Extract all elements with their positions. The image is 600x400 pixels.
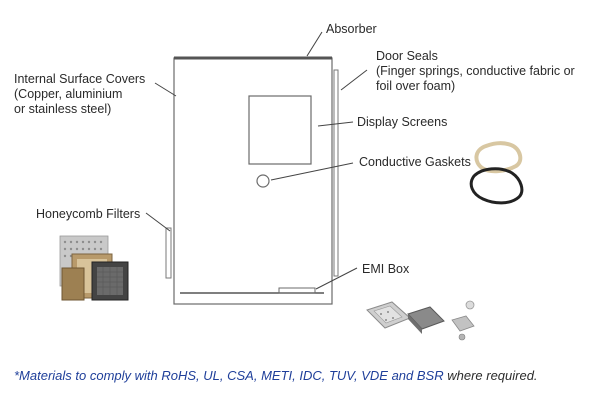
- gasket-images: [469, 141, 524, 205]
- internal-surface-covers-label: Internal Surface Covers (Copper, alumini…: [14, 72, 145, 117]
- door-seals-title: Door Seals: [376, 49, 438, 63]
- footnote-standards: *Materials to comply with RoHS, UL, CSA,…: [14, 368, 444, 383]
- enclosure-cabinet: [173, 57, 333, 305]
- door-seals-detail-2: foil over foam): [376, 79, 456, 93]
- honeycomb-filters-label: Honeycomb Filters: [36, 207, 141, 221]
- absorber-leader: [306, 31, 323, 57]
- black-gasket-icon: [469, 167, 524, 205]
- footnote-tail: where required.: [443, 368, 538, 383]
- internal-covers-title: Internal Surface Covers: [14, 72, 146, 86]
- conductive-gaskets-label: Conductive Gaskets: [359, 155, 471, 169]
- internal-covers-leader: [154, 82, 177, 97]
- emi-box-images: [366, 300, 475, 341]
- small-parts-icon: [451, 300, 475, 341]
- gaskets-leader: [270, 162, 354, 181]
- absorber-label: Absorber: [326, 22, 377, 36]
- internal-covers-detail-1: (Copper, aluminium: [14, 87, 123, 101]
- emi-box-label: EMI Box: [362, 262, 410, 276]
- internal-covers-detail-2: or stainless steel): [14, 102, 112, 116]
- display-screen: [248, 95, 312, 165]
- door-seal-strip: [333, 69, 339, 277]
- display-screens-label: Display Screens: [357, 115, 448, 129]
- door-seals-detail-1: (Finger springs, conductive fabric or: [376, 64, 575, 78]
- door-seals-label: Door Seals (Finger springs, conductive f…: [376, 49, 575, 94]
- display-screens-leader: [317, 121, 354, 127]
- ferrite-block-icon: [407, 306, 445, 334]
- door-seals-leader: [340, 69, 368, 91]
- honeycomb-leader: [145, 212, 171, 232]
- shield-can-icon: [366, 301, 411, 329]
- emi-box-leader: [315, 267, 358, 290]
- gasket-circle: [256, 174, 270, 188]
- beige-gasket-icon: [474, 141, 523, 174]
- materials-footnote: *Materials to comply with RoHS, UL, CSA,…: [14, 368, 538, 383]
- honeycomb-filter-image: [59, 235, 129, 301]
- honeycomb-filter-strip: [165, 227, 172, 279]
- emi-box-shape: [278, 287, 316, 294]
